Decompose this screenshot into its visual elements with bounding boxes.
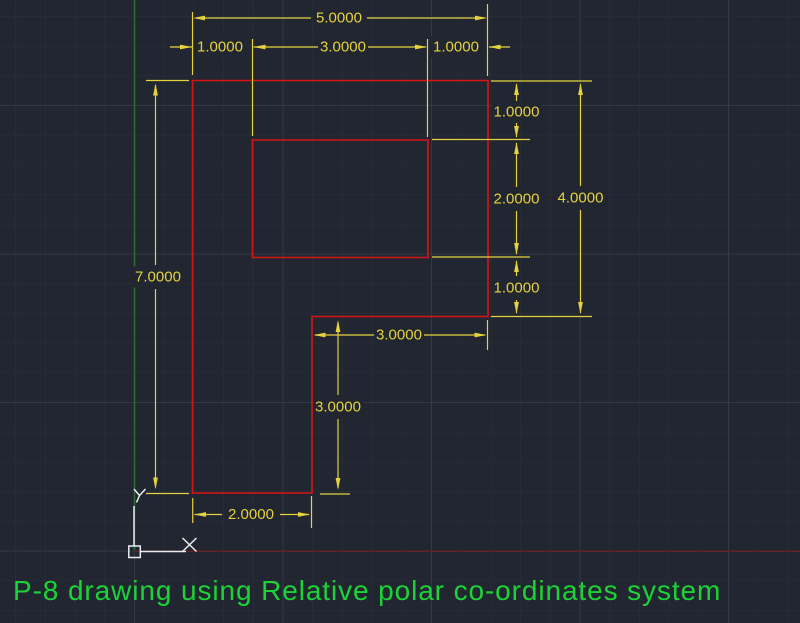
dim-text[interactable]: 3.0000 — [315, 399, 361, 416]
ucs-line — [135, 495, 141, 503]
dim-text[interactable]: 5.0000 — [316, 10, 362, 27]
dim-arrowhead-down — [153, 477, 158, 490]
dim-arrowhead-right — [180, 44, 192, 50]
drawing-entity-p-shape[interactable] — [191, 79, 489, 494]
ucs-origin-square — [128, 545, 142, 559]
dimension-2.0000-5[interactable]: 2.0000 — [432, 142, 542, 258]
p-shape-outer-outline[interactable] — [191, 79, 489, 494]
dimension-1.0000-6[interactable]: 1.0000 — [491, 260, 542, 314]
dim-text-mask — [491, 101, 542, 123]
dim-arrowhead-up — [514, 260, 519, 272]
ucs-icon[interactable] — [128, 488, 198, 559]
dim-text[interactable]: 1.0000 — [197, 39, 243, 56]
dim-arrowhead-right — [415, 44, 427, 50]
dimension-5.0000-0[interactable]: 5.0000 — [191, 4, 489, 76]
dim-text[interactable]: 3.0000 — [376, 327, 422, 344]
dim-arrowhead-up — [514, 83, 519, 95]
dimension-1.0000-3[interactable]: 1.0000 — [431, 36, 510, 58]
dim-text-mask — [133, 266, 183, 288]
dim-arrowhead-up — [153, 83, 158, 96]
dim-arrowhead-up — [335, 320, 341, 332]
dim-text-mask — [374, 324, 424, 346]
dim-text-mask — [226, 504, 276, 525]
dim-arrowhead-left — [193, 15, 205, 21]
dimension-3.0000-9[interactable]: 3.0000 — [313, 320, 363, 495]
dim-arrowhead-left — [253, 44, 266, 50]
dim-text-mask — [318, 36, 368, 58]
dimension-4.0000-7[interactable]: 4.0000 — [491, 80, 606, 318]
dim-arrowhead-right — [475, 15, 487, 21]
dim-arrowhead-left — [488, 44, 501, 50]
dim-text-mask — [431, 36, 481, 58]
dim-text[interactable]: 1.0000 — [433, 39, 479, 56]
dim-text-mask — [491, 188, 542, 210]
dim-text-mask — [555, 187, 606, 209]
dim-text[interactable]: 4.0000 — [558, 190, 604, 207]
dim-text[interactable]: 1.0000 — [494, 280, 540, 297]
dimension-3.0000-2[interactable]: 3.0000 — [253, 36, 429, 138]
dim-arrowhead-right — [298, 512, 310, 517]
caption-text: P-8 drawing using Relative polar co-ordi… — [13, 575, 722, 606]
dim-arrowhead-right — [474, 332, 487, 338]
dim-arrowhead-left — [194, 512, 206, 517]
ucs-line — [181, 537, 198, 553]
dim-arrowhead-down — [514, 126, 519, 138]
dim-text[interactable]: 3.0000 — [320, 39, 366, 56]
dimension-1.0000-1[interactable]: 1.0000 — [170, 36, 254, 137]
dim-text[interactable]: 7.0000 — [135, 269, 181, 286]
dim-text-mask — [491, 277, 542, 299]
p-shape-inner-rectangle[interactable] — [251, 139, 429, 259]
dimension-7.0000-10[interactable]: 7.0000 — [133, 79, 189, 495]
dim-arrowhead-down — [514, 243, 519, 255]
origin-axes — [133, 0, 800, 553]
dimension-2.0000-11[interactable]: 2.0000 — [192, 496, 313, 528]
dim-text[interactable]: 1.0000 — [494, 104, 540, 121]
dim-text-mask — [195, 36, 245, 58]
dim-text[interactable]: 2.0000 — [494, 191, 540, 208]
ucs-line — [133, 488, 141, 496]
dim-arrowhead-up — [514, 142, 519, 154]
dim-arrowhead-down — [335, 478, 341, 490]
dim-text-mask — [314, 7, 364, 29]
dim-arrowhead-down — [578, 302, 583, 314]
dim-arrowhead-down — [514, 302, 519, 314]
dim-arrowhead-up — [578, 83, 583, 95]
ucs-line — [138, 488, 147, 497]
dimension-1.0000-4[interactable]: 1.0000 — [432, 83, 542, 141]
dim-text-mask — [313, 396, 363, 418]
dim-text[interactable]: 2.0000 — [228, 506, 274, 523]
dimension-3.0000-8[interactable]: 3.0000 — [313, 320, 489, 350]
dim-arrowhead-left — [313, 332, 326, 338]
